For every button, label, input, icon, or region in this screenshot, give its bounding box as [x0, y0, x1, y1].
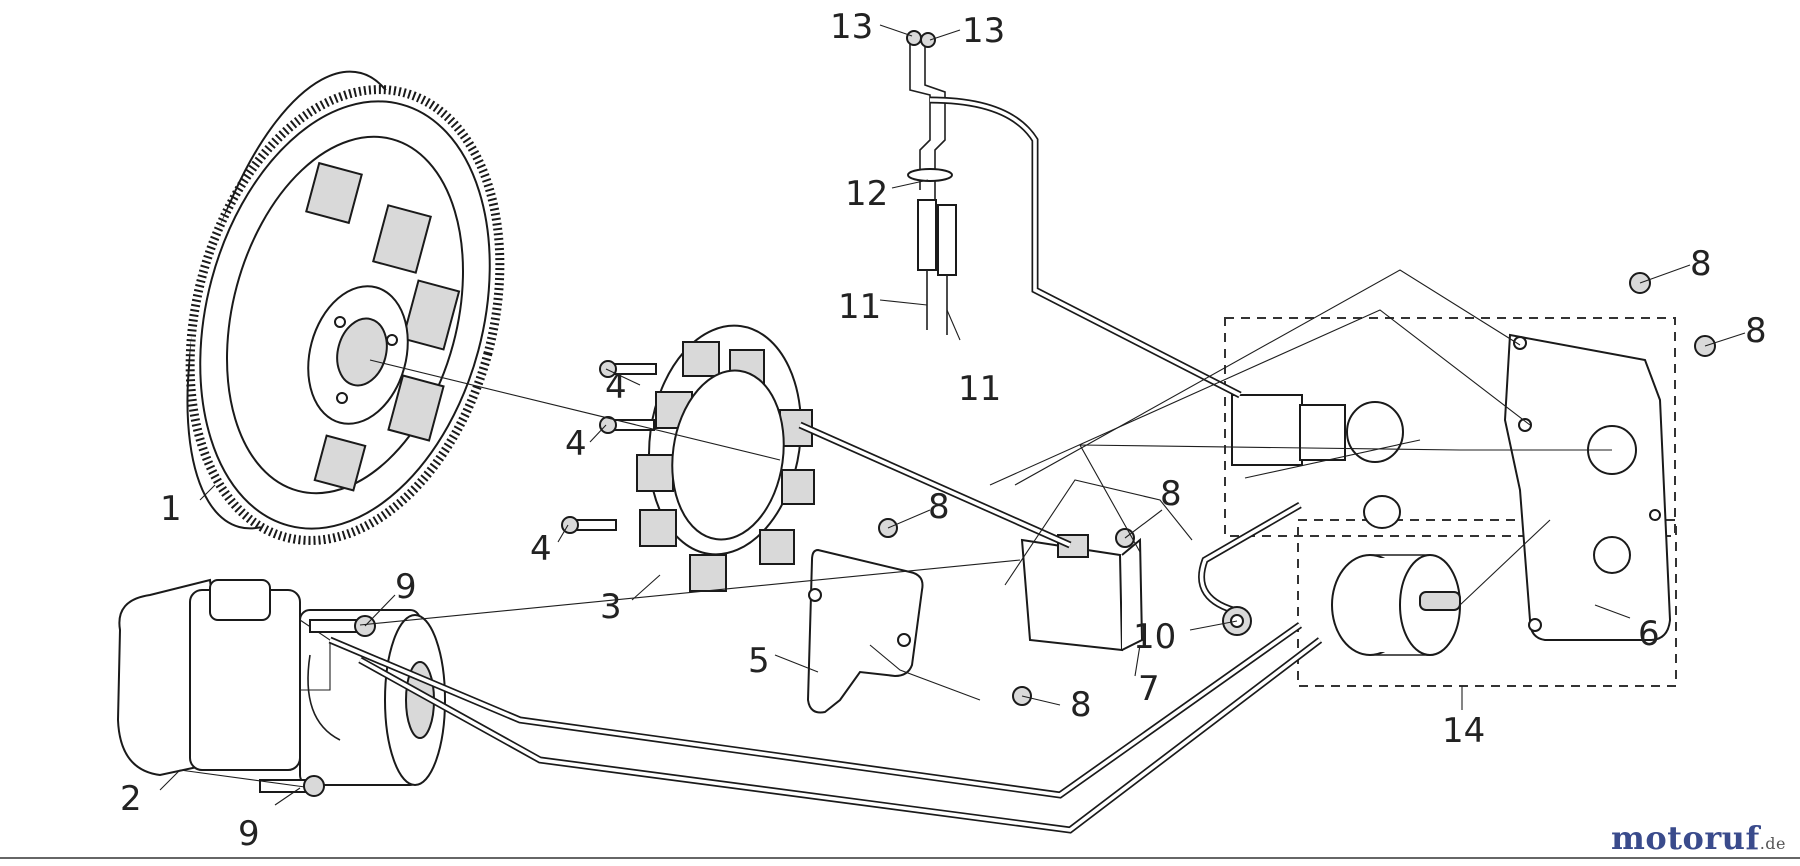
stator — [636, 324, 815, 592]
starter-motor — [116, 578, 446, 786]
callouts: 1 2 3 4 4 4 5 6 7 8 8 8 8 8 9 9 10 11 11… — [120, 7, 1767, 854]
callout-5: 5 — [748, 641, 770, 681]
callout-1: 1 — [160, 489, 182, 529]
callout-13b: 13 — [962, 11, 1005, 51]
leader-lines — [159, 24, 1746, 806]
callout-7: 7 — [1138, 669, 1160, 709]
callout-9a: 9 — [395, 567, 417, 607]
callout-6: 6 — [1638, 614, 1660, 654]
callout-4a: 4 — [605, 367, 627, 407]
callout-8d: 8 — [1690, 244, 1712, 284]
glow-plugs — [906, 30, 957, 335]
callout-2: 2 — [120, 779, 142, 819]
bolts — [259, 272, 1716, 797]
callout-9b: 9 — [238, 814, 260, 854]
callout-8c: 8 — [1070, 685, 1092, 725]
callout-8a: 8 — [928, 487, 950, 527]
callout-4c: 4 — [530, 529, 552, 569]
callout-8b: 8 — [1160, 474, 1182, 514]
callout-14: 14 — [1442, 711, 1485, 751]
regulator — [1020, 534, 1144, 652]
callout-4b: 4 — [565, 424, 587, 464]
callout-11a: 11 — [838, 287, 881, 327]
callout-12: 12 — [845, 174, 888, 214]
callout-10: 10 — [1133, 617, 1176, 657]
bracket — [806, 548, 924, 714]
callout-13a: 13 — [830, 7, 873, 47]
callout-3: 3 — [600, 587, 622, 627]
ignition-assembly — [1224, 317, 1677, 687]
watermark-logo: motoruf.de — [1610, 819, 1786, 857]
callout-8e: 8 — [1745, 311, 1767, 351]
flywheel — [185, 70, 505, 545]
callout-11b: 11 — [958, 369, 1001, 409]
guide-lines — [179, 269, 1612, 788]
